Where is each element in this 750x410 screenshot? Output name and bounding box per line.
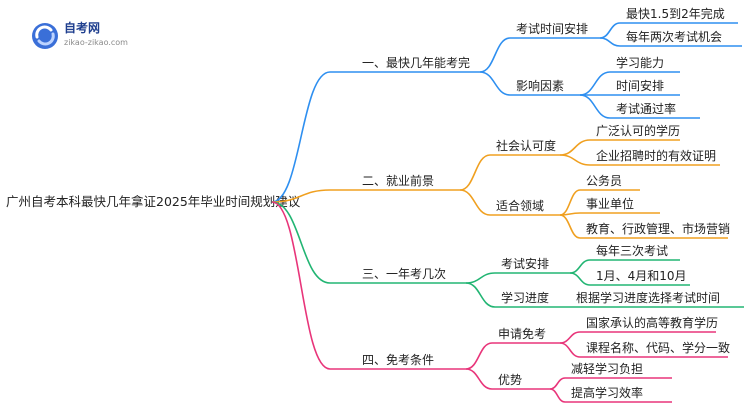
site-logo[interactable]: 自考网 zikao-zikao.com: [32, 20, 128, 49]
leaf-connector: [549, 388, 566, 403]
branch-connector: [271, 201, 331, 370]
sub-branch-label[interactable]: 考试时间安排: [516, 21, 588, 36]
leaf-item[interactable]: 考试通过率: [616, 101, 676, 116]
leaf-item[interactable]: 公务员: [586, 173, 622, 188]
branch-connector: [271, 201, 331, 284]
sub-branch-connector: [465, 342, 493, 370]
leaf-item[interactable]: 1月、4月和10月: [596, 269, 687, 283]
logo-icon: [32, 23, 58, 49]
leaf-item[interactable]: 根据学习进度选择考试时间: [576, 290, 720, 305]
branch-label[interactable]: 三、一年考几次: [362, 267, 446, 281]
leaf-connector: [569, 272, 591, 286]
leaf-connector: [599, 22, 621, 39]
sub-branch-label[interactable]: 适合领域: [496, 198, 544, 213]
sub-branch-label[interactable]: 社会认可度: [496, 138, 556, 153]
leaf-connector: [599, 37, 621, 47]
leaf-item[interactable]: 事业单位: [586, 196, 634, 211]
root-topic: 广州自考本科最快几年拿证2025年毕业时间规划建议: [6, 194, 301, 209]
sub-branch-connector: [459, 189, 491, 216]
leaf-connector: [559, 189, 581, 216]
leaf-item[interactable]: 企业招聘时的有效证明: [596, 148, 716, 163]
leaf-item[interactable]: 广泛认可的学历: [596, 123, 680, 138]
leaf-item[interactable]: 每年两次考试机会: [626, 29, 722, 44]
leaf-item[interactable]: 课程名称、代码、学分一致: [586, 340, 730, 355]
branch-label[interactable]: 四、免考条件: [362, 352, 434, 367]
logo-domain: zikao-zikao.com: [64, 38, 128, 47]
leaf-connector: [569, 259, 591, 274]
leaf-connector: [579, 71, 611, 96]
branch-label[interactable]: 二、就业前景: [362, 173, 434, 188]
logo-name: 自考网: [64, 20, 100, 35]
sub-branch-label[interactable]: 申请免考: [498, 326, 546, 341]
leaf-item[interactable]: 提高学习效率: [571, 385, 643, 400]
branch-connector: [271, 189, 331, 203]
leaf-connector: [559, 154, 591, 166]
sub-branch-label[interactable]: 学习进度: [501, 290, 549, 305]
branch-connector: [271, 71, 331, 203]
leaf-connector: [549, 377, 566, 390]
leaf-item[interactable]: 教育、行政管理、市场营销: [586, 221, 730, 236]
leaf-item[interactable]: 最快1.5到2年完成: [626, 6, 725, 21]
sub-branch-connector: [465, 368, 493, 390]
sub-branch-connector: [479, 37, 511, 73]
sub-branch-connector: [465, 282, 496, 308]
leaf-connector: [579, 94, 611, 119]
branch-label[interactable]: 一、最快几年能考完: [362, 55, 470, 70]
leaf-item[interactable]: 减轻学习负担: [571, 361, 643, 376]
sub-branch-label[interactable]: 考试安排: [501, 256, 549, 271]
sub-branch-connector: [465, 272, 496, 284]
leaf-connector: [559, 214, 581, 239]
leaf-item[interactable]: 国家承认的高等教育学历: [586, 315, 718, 330]
leaf-connector: [559, 139, 591, 156]
sub-branch-label[interactable]: 优势: [498, 373, 522, 387]
leaf-item[interactable]: 每年三次考试: [596, 243, 668, 258]
sub-branch-connector: [459, 154, 491, 191]
leaf-item[interactable]: 时间安排: [616, 78, 664, 93]
leaf-connector: [559, 331, 581, 344]
leaf-item[interactable]: 学习能力: [616, 55, 664, 70]
leaf-connector: [559, 342, 581, 358]
sub-branch-label[interactable]: 影响因素: [516, 78, 564, 93]
sub-branch-connector: [479, 71, 511, 96]
